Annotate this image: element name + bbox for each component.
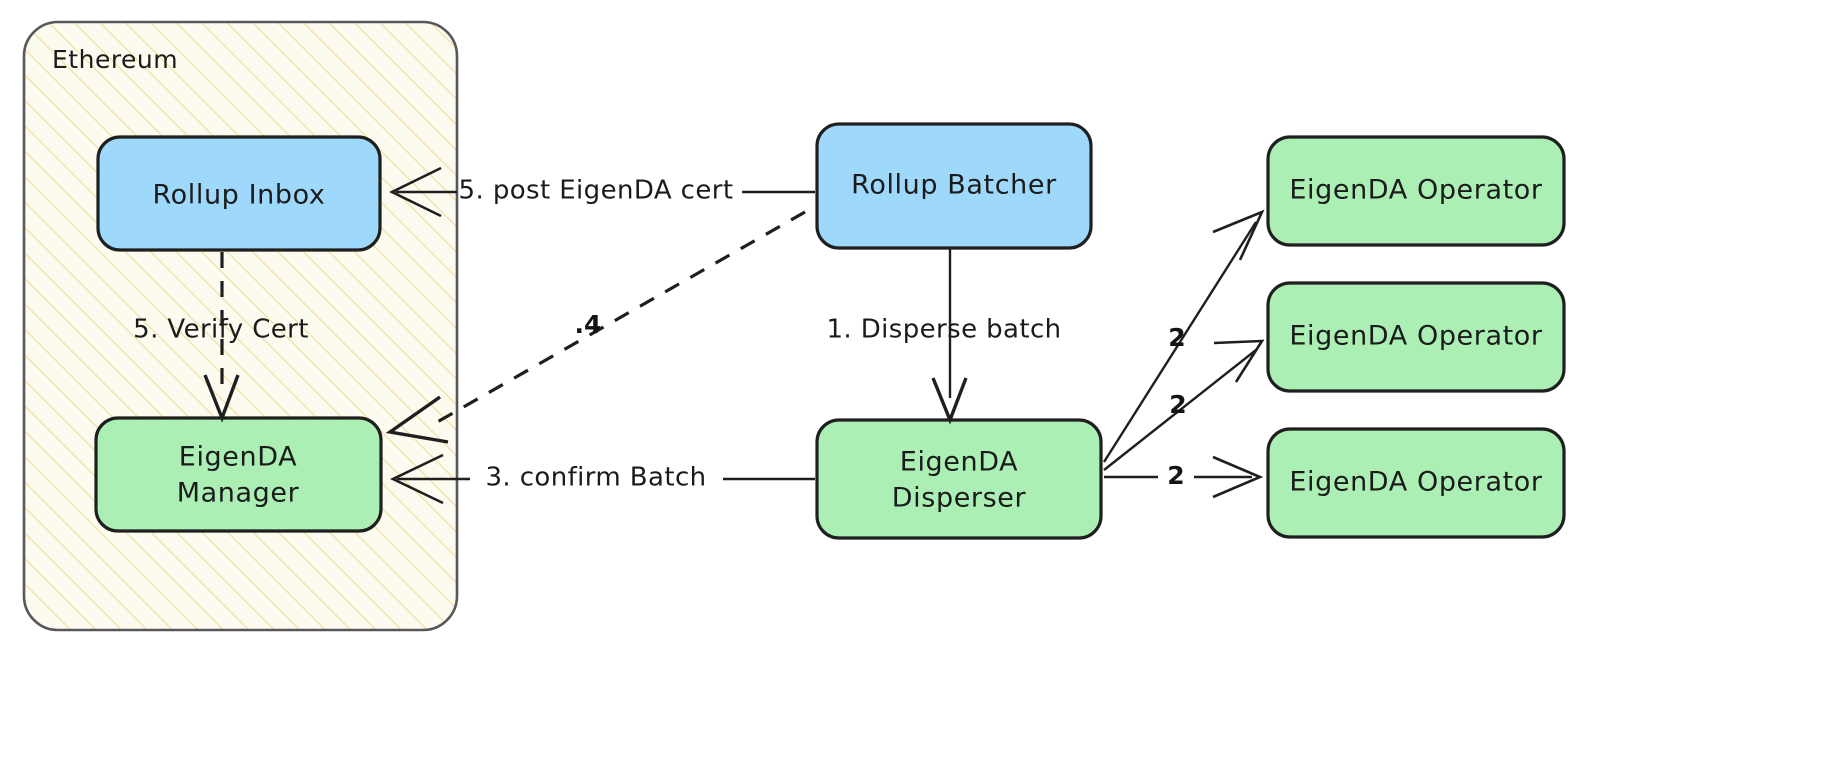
node-rollup-inbox-label: Rollup Inbox [153, 180, 326, 211]
edge-disperse-batch-label: 1. Disperse batch [826, 315, 1061, 345]
edge-disperse-batch: 1. Disperse batch [826, 249, 1061, 425]
edge-store-operator-1-line [1102, 221, 1258, 463]
edge-four-line [431, 210, 806, 427]
node-eigenda-manager[interactable]: EigenDA Manager [94, 416, 383, 533]
edge-store-operator-3-label: 2 [1167, 461, 1184, 490]
node-eigenda-operator-1[interactable]: EigenDA Operator [1266, 135, 1566, 247]
node-eigenda-operator-2[interactable]: EigenDA Operator [1266, 281, 1566, 393]
node-eigenda-operator-1-label: EigenDA Operator [1289, 175, 1543, 206]
edge-store-operator-2: 2 [1103, 339, 1265, 471]
cluster-ethereum-label: Ethereum [52, 45, 178, 74]
edge-post-eigenda-cert: 5. post EigenDA cert [389, 166, 815, 218]
node-eigenda-disperser[interactable]: EigenDA Disperser [815, 418, 1103, 540]
node-eigenda-disperser-label-line1: EigenDA [900, 447, 1018, 478]
edge-store-operator-1-label: 2 [1168, 323, 1185, 352]
node-rollup-inbox-rect[interactable] [96, 135, 382, 252]
node-eigenda-operator-3[interactable]: EigenDA Operator [1266, 427, 1566, 539]
edge-post-eigenda-cert-arrowhead [389, 166, 442, 218]
edge-verify-cert-arrowhead [203, 374, 240, 423]
edge-store-operator-2-arrowhead [1213, 339, 1265, 383]
node-eigenda-disperser-label-line2: Disperser [892, 483, 1027, 514]
node-eigenda-operator-2-rect[interactable] [1266, 281, 1566, 393]
node-eigenda-operator-2-label: EigenDA Operator [1289, 321, 1543, 352]
node-eigenda-operator-3-rect[interactable] [1266, 427, 1566, 539]
node-eigenda-manager-label-line1: EigenDA [179, 442, 297, 473]
node-rollup-inbox[interactable]: Rollup Inbox [96, 135, 382, 252]
node-eigenda-manager-rect[interactable] [94, 416, 383, 533]
edge-four: .4 [385, 210, 806, 444]
edge-store-operator-1-arrowhead [1212, 209, 1265, 261]
edge-store-operator-2-line [1103, 349, 1257, 471]
node-rollup-batcher-label: Rollup Batcher [851, 170, 1057, 201]
edge-confirm-batch-arrowhead [389, 453, 444, 505]
edge-confirm-batch-label: 3. confirm Batch [485, 463, 706, 493]
edge-store-operator-3: 2 [1104, 455, 1264, 499]
edge-verify-cert-label: 5. Verify Cert [133, 315, 309, 345]
edge-four-label: .4 [575, 310, 602, 339]
node-rollup-batcher-rect[interactable] [815, 122, 1093, 250]
node-eigenda-manager-label-line2: Manager [177, 478, 300, 509]
node-eigenda-operator-1-rect[interactable] [1266, 135, 1566, 247]
node-eigenda-operator-3-label: EigenDA Operator [1289, 467, 1543, 498]
edge-verify-cert: 5. Verify Cert [133, 252, 309, 423]
edge-store-operator-1: 2 [1102, 209, 1265, 463]
node-rollup-batcher[interactable]: Rollup Batcher [815, 122, 1093, 250]
edge-four-arrowhead [385, 395, 449, 444]
edge-post-eigenda-cert-label: 5. post EigenDA cert [459, 176, 734, 206]
edge-confirm-batch: 3. confirm Batch [389, 453, 815, 505]
edge-store-operator-3-arrowhead [1212, 455, 1264, 499]
edge-disperse-batch-arrowhead [931, 377, 968, 425]
node-eigenda-disperser-rect[interactable] [815, 418, 1103, 540]
edge-store-operator-2-label: 2 [1169, 390, 1186, 419]
